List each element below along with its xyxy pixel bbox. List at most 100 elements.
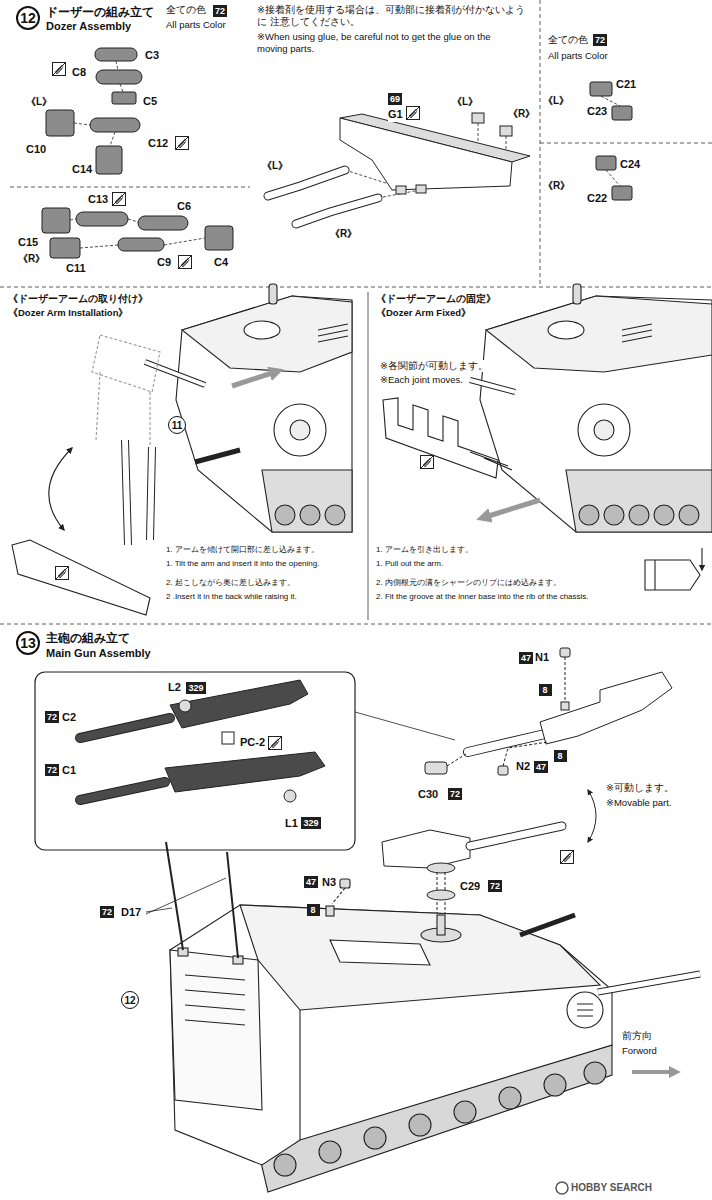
part-drawing xyxy=(596,156,616,170)
separator-line xyxy=(0,624,712,625)
assembly-guide xyxy=(70,61,620,248)
color-note: All parts Color xyxy=(166,19,226,31)
dozer-blade xyxy=(340,113,530,194)
part-number: C11 xyxy=(66,262,86,276)
no-glue-icon xyxy=(53,63,66,76)
main-gun-part xyxy=(170,680,308,728)
instruction-text: 2. Fit the groove at the inner base into… xyxy=(376,592,589,602)
part-number: L2 xyxy=(168,681,181,695)
dozer-arm xyxy=(268,170,378,224)
tank-illustration xyxy=(96,372,150,445)
node-text: 72 xyxy=(450,788,460,800)
side-mark: 《L》 xyxy=(543,95,569,108)
tank-illustration xyxy=(470,452,512,470)
dozer-arm xyxy=(268,170,345,196)
main-gun-part xyxy=(222,732,234,744)
part-number: PC-2 xyxy=(240,736,265,750)
part-number: C1 xyxy=(62,764,76,778)
part-number: C8 xyxy=(72,66,86,80)
instruction-text: 2 .Insert it in the back while raising i… xyxy=(166,592,297,602)
part-drawing xyxy=(612,106,632,120)
side-mark: 《R》 xyxy=(18,253,45,266)
tank-illustration xyxy=(364,1127,386,1149)
note-text: ※可動します。 xyxy=(606,782,674,794)
separator-line xyxy=(0,287,712,288)
tank-illustration xyxy=(577,1004,593,1016)
assembly-guide xyxy=(116,61,118,70)
main-gun-part xyxy=(427,890,455,900)
dozer-blade xyxy=(416,185,426,193)
tank-illustration xyxy=(227,852,238,958)
section-title: 《ドーザーアームの取り付け》 xyxy=(8,293,148,305)
tank-illustration xyxy=(622,324,652,342)
color-code: 72 xyxy=(488,880,502,892)
instruction-text: 2. 内側根元の溝をシャーシのリブにはめ込みます。 xyxy=(376,578,561,588)
part-drawing xyxy=(138,216,188,230)
node-text: 47 xyxy=(521,652,531,664)
part-number: C6 xyxy=(177,200,191,214)
step-number: 13 xyxy=(16,631,40,655)
node-text: 47 xyxy=(536,761,546,773)
part-drawing xyxy=(42,48,632,258)
tank-illustration xyxy=(567,992,603,1028)
assembly-guide xyxy=(606,170,620,186)
part-number: C24 xyxy=(620,158,640,172)
node-text: 72 xyxy=(215,5,225,17)
tank-illustration xyxy=(262,470,352,532)
color-code: 8 xyxy=(539,684,552,696)
color-code: 72 xyxy=(593,34,607,46)
part-number: C3 xyxy=(145,49,159,63)
node-text: 69 xyxy=(390,93,400,105)
part-drawing xyxy=(42,208,70,233)
part-number: N3 xyxy=(322,876,336,890)
tank-illustration xyxy=(409,1114,431,1136)
tank-illustration xyxy=(566,470,712,532)
tank-illustration xyxy=(150,447,152,540)
tank-illustration xyxy=(679,505,699,525)
color-code: 72 xyxy=(448,788,462,800)
tank-illustration xyxy=(332,888,345,904)
part-number: G1 xyxy=(388,108,403,122)
part-number: N1 xyxy=(535,651,549,665)
part-drawing xyxy=(205,226,233,250)
part-drawing xyxy=(96,70,142,84)
part-number: C30 xyxy=(418,788,438,802)
main-gun-part xyxy=(470,826,562,846)
side-mark: 《R》 xyxy=(330,228,357,241)
part-drawing xyxy=(76,212,128,226)
node-text: 8 xyxy=(542,684,547,696)
separator-line xyxy=(0,0,712,624)
part-number: C2 xyxy=(62,711,76,725)
color-code: 72 xyxy=(213,5,227,17)
tank-illustration xyxy=(629,505,649,525)
dozer-arm xyxy=(296,198,378,224)
step-reference: 11 xyxy=(168,416,186,434)
part-drawing xyxy=(612,186,632,200)
main-gun-part xyxy=(80,680,325,802)
tank-illustration xyxy=(604,505,624,525)
watermark-logo xyxy=(556,1182,568,1194)
tank-illustration xyxy=(300,505,320,525)
instruction-text: 1. アームを傾けて開口部に差し込みます。 xyxy=(166,545,319,555)
color-code: 72 xyxy=(45,764,59,776)
tank-illustration xyxy=(499,1087,521,1109)
color-code: 8 xyxy=(554,750,567,762)
side-mark: 《R》 xyxy=(543,180,570,193)
dozer-arm xyxy=(268,170,345,196)
dozer-arm xyxy=(296,198,378,224)
tank-illustration xyxy=(544,1074,566,1096)
color-code: 47 xyxy=(519,652,533,664)
tank-illustration xyxy=(240,905,600,1010)
no-glue-icon xyxy=(179,256,192,269)
side-mark: 《L》 xyxy=(452,96,478,109)
tank-illustration xyxy=(244,321,280,339)
tank-illustration xyxy=(319,1141,341,1163)
assembly-guide xyxy=(110,132,115,146)
separator-line xyxy=(540,0,541,287)
main-gun-part xyxy=(588,790,596,842)
tank-illustration xyxy=(170,950,262,1110)
tank-illustration xyxy=(654,505,674,525)
separator-line xyxy=(368,292,369,620)
part-number: C22 xyxy=(587,192,607,206)
step-number: 12 xyxy=(16,6,40,30)
